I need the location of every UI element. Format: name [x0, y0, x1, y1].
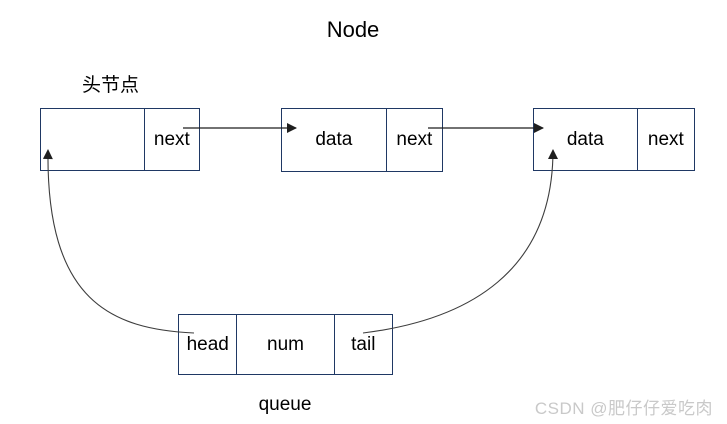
watermark: CSDN @肥仔仔爱吃肉	[534, 399, 713, 418]
queue-struct-box: head num tail	[178, 314, 393, 375]
node2-next-cell: next	[636, 109, 694, 170]
node2-data-cell: data	[566, 128, 604, 150]
node1-next-cell: next	[385, 109, 442, 171]
head-node-label: 头节点	[82, 75, 140, 96]
diagram-title: Node	[326, 17, 380, 42]
node1-data-cell: data	[315, 129, 353, 150]
node2-box: data next	[533, 108, 695, 171]
arrow-queue-head-to-head-node	[42, 149, 195, 334]
queue-caption: queue	[258, 394, 312, 415]
arrow-queue-tail-to-node2	[362, 149, 558, 334]
node1-box: data next	[281, 108, 443, 172]
head-node-box: next	[40, 108, 200, 171]
head-node-next-cell: next	[143, 109, 199, 170]
head-node-value-cell	[41, 109, 144, 170]
queue-tail-cell: tail	[333, 315, 392, 374]
queue-num-cell: num	[236, 315, 333, 374]
queue-head-cell: head	[186, 333, 229, 355]
